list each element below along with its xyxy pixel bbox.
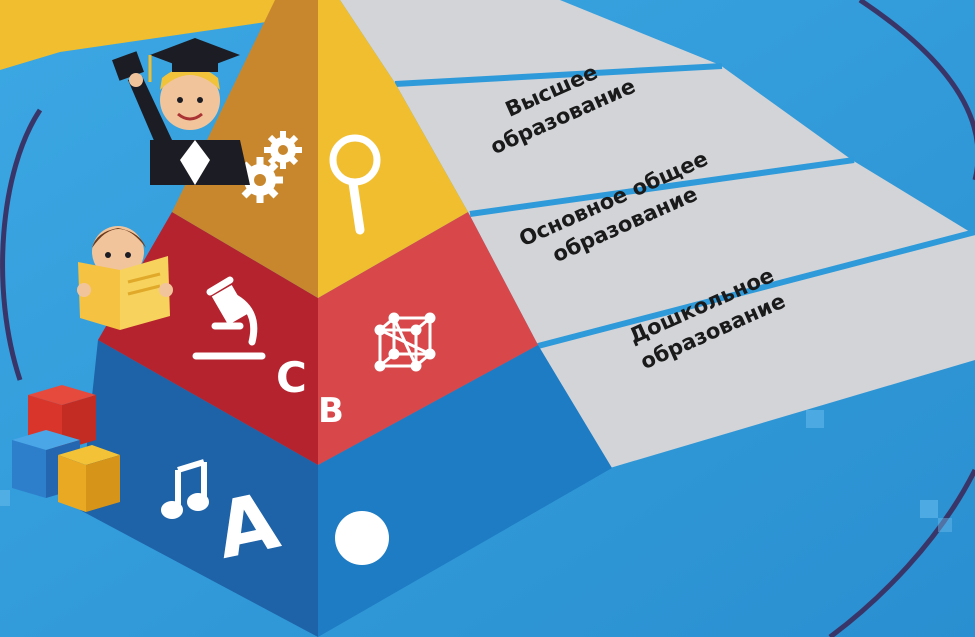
pyramid-bottom-right [318, 345, 612, 637]
ribbon-separator [469, 157, 855, 217]
reading-child-icon [77, 226, 173, 330]
decor-square [806, 410, 824, 428]
ball-icon [335, 511, 389, 565]
letter-b: B [318, 391, 344, 431]
toy-blocks-icon [12, 385, 120, 512]
decor-square [0, 490, 10, 506]
decor-square [938, 518, 952, 532]
decor-square [920, 500, 938, 518]
pyramid-middle-right [318, 212, 538, 465]
graduate-icon [112, 38, 250, 185]
decor-arc-right-bottom [828, 468, 975, 637]
pyramid-top-left [172, 0, 318, 298]
magnifier-icon [329, 134, 381, 235]
ribbon-bottom [468, 160, 975, 468]
top-left-banner [0, 0, 330, 70]
gears-icon [237, 131, 302, 203]
music-note-icon [161, 459, 209, 519]
letter-c: C [276, 353, 307, 402]
decor-arc-right-top [858, 0, 975, 180]
cube-molecule-icon [374, 312, 436, 372]
ribbon-separator [394, 63, 723, 87]
pyramid-bottom-left [80, 340, 318, 637]
ribbon-top [340, 0, 720, 83]
decor-arc-left [0, 108, 43, 381]
ribbon-separator [537, 229, 975, 349]
microscope-icon [192, 276, 266, 360]
